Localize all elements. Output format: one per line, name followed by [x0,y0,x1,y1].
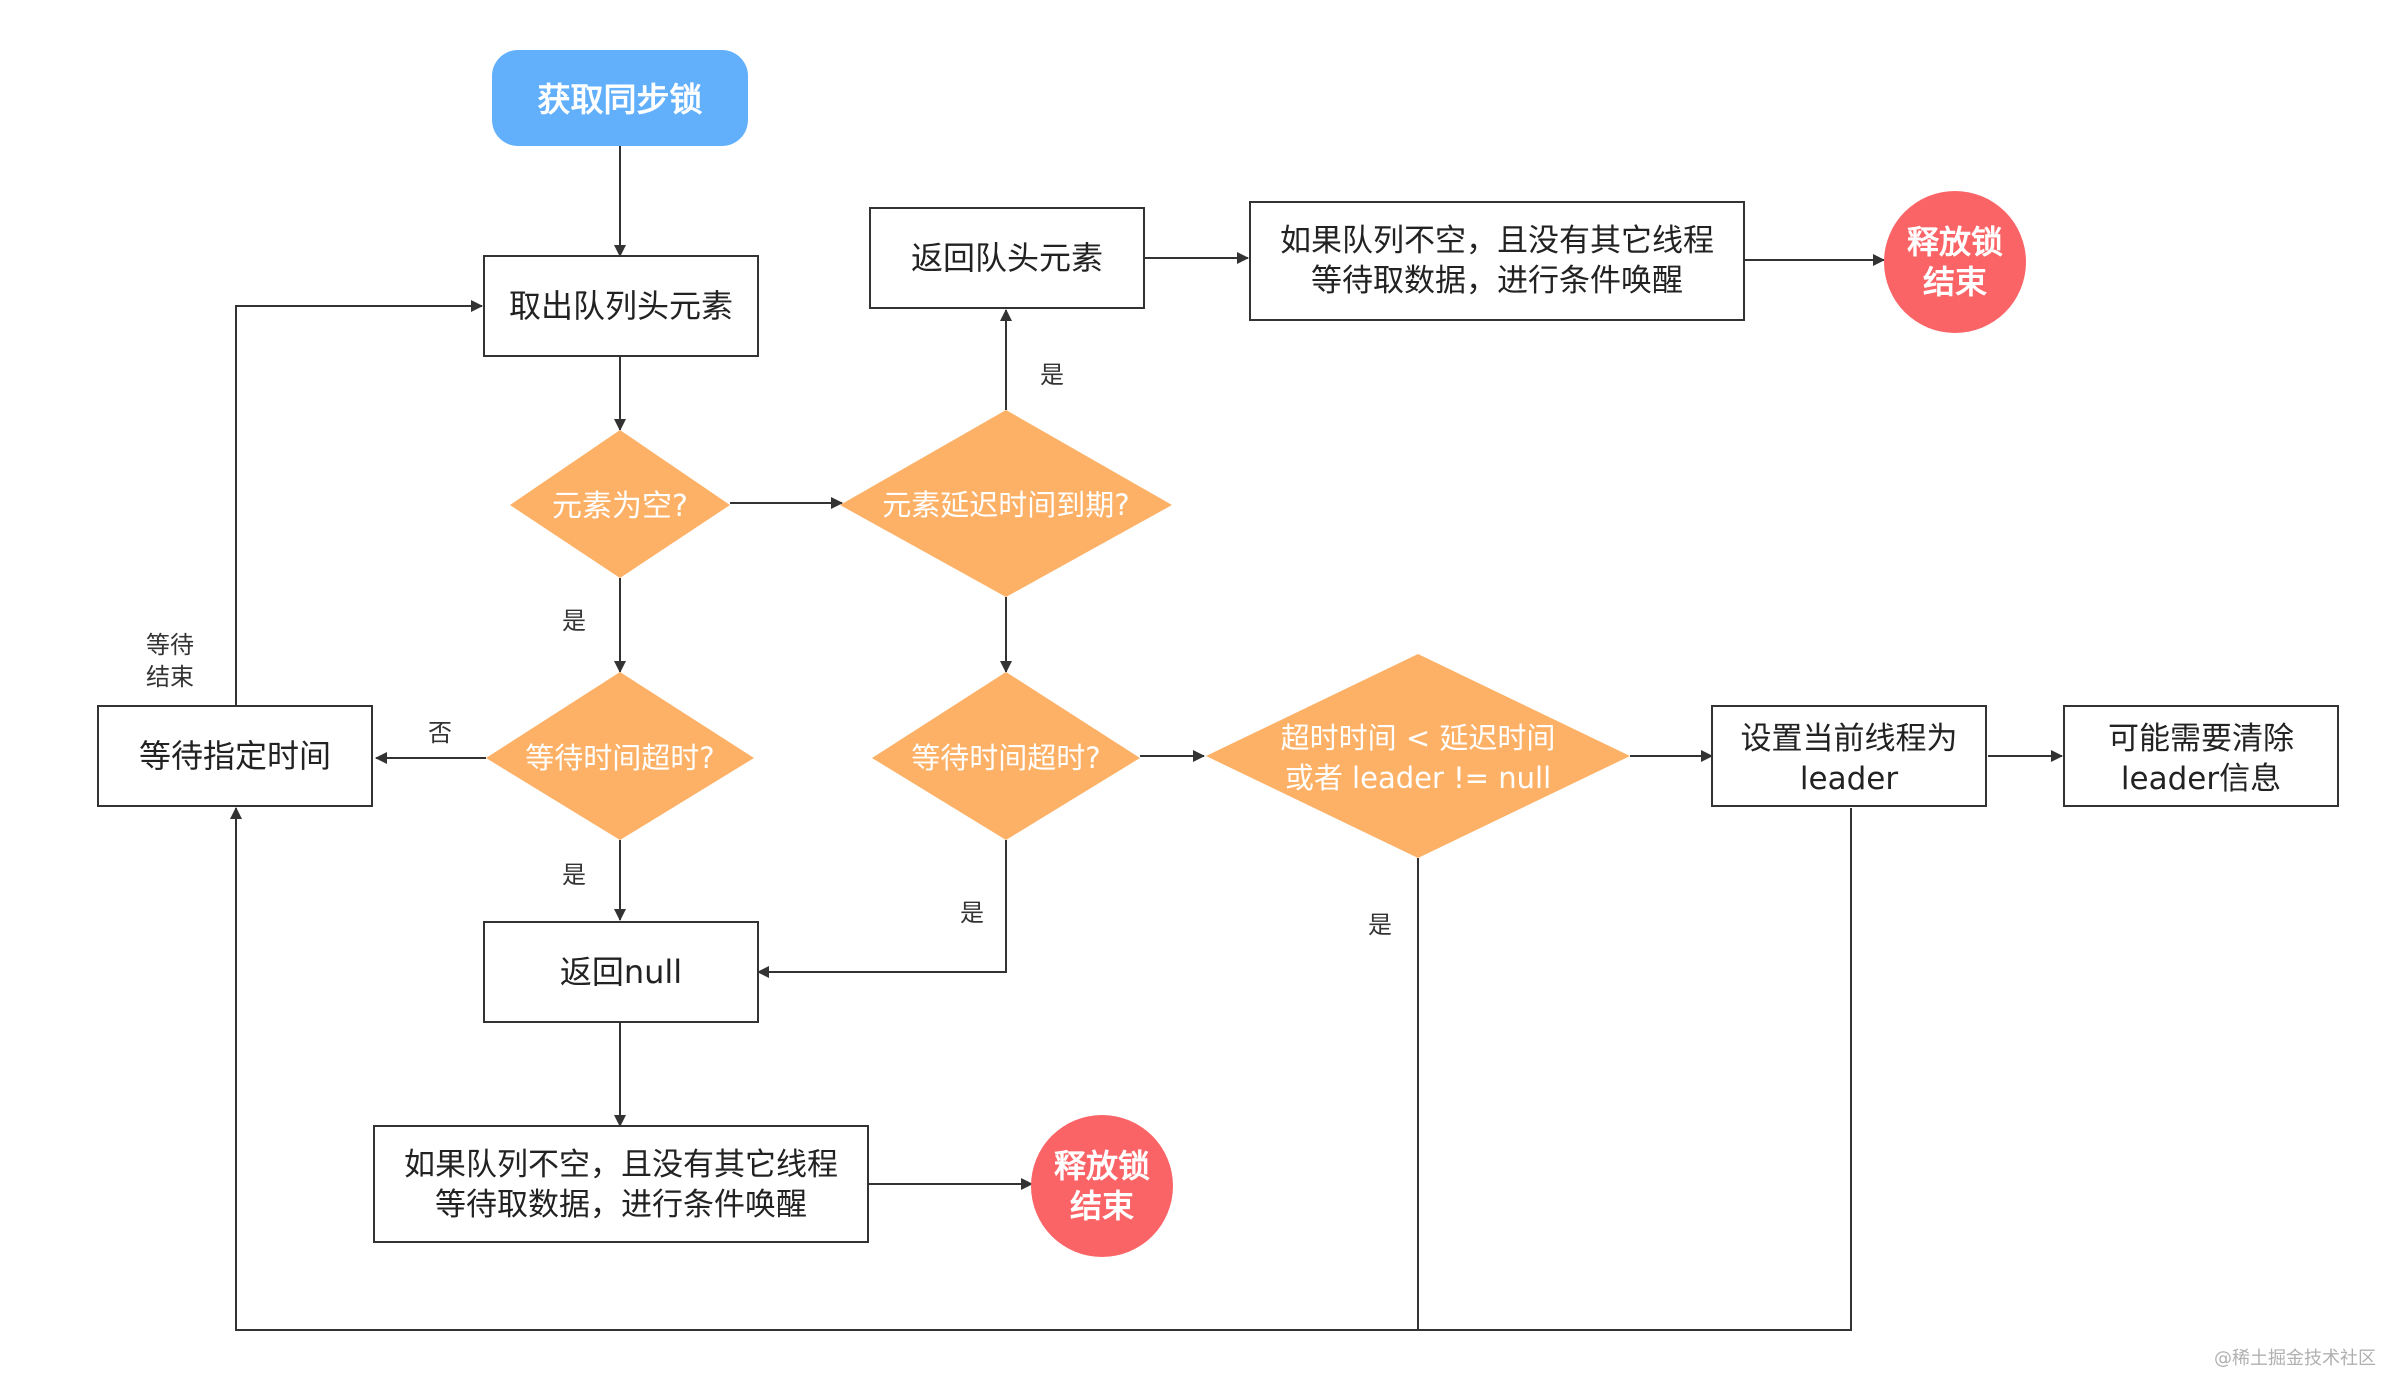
wait-timeout-mid-diamond [872,672,1140,840]
wait-specified-box [97,705,373,807]
edge-labels: 是 是 否 是 是 是 等待结束 [146,361,1392,939]
node-signal-top: 如果队列不空，且没有其它线程等待取数据，进行条件唤醒 [1249,201,1745,321]
take-head-box [483,255,759,357]
set-leader-label-line: 设置当前线程为 [1741,721,1958,757]
wait-specified-label: 等待指定时间 [139,737,331,775]
signal-top-box [1249,201,1745,321]
node-wait-specified: 等待指定时间 [97,705,373,807]
start-label-line: 获取同步锁 [538,80,703,119]
node-set-leader: 设置当前线程为 leader [1711,705,1987,807]
signal-bottom-box [373,1125,869,1243]
timeout-lt-delay-diamond [1206,654,1630,858]
node-delay-expired: 元素延迟时间到期? [840,410,1172,597]
wait-specified-label-line: 等待指定时间 [139,737,331,775]
wait-timeout-left-diamond [486,672,754,840]
is-empty-label-line: 元素为空? [552,489,688,524]
release-bottom-circle [1031,1115,1173,1257]
node-take-head: 取出队列头元素 [483,255,759,357]
label-wait-end: 等待结束 [146,631,194,691]
node-return-null: 返回null [483,921,759,1023]
label-wait-end-line: 结束 [146,663,194,691]
label-yes-expired: 是 [1040,361,1064,389]
edge-set-leader-loop [230,807,1852,1331]
wait-timeout-mid-label-line: 等待时间超时? [911,741,1100,775]
timeout-lt-delay-label: 超时时间 < 延迟时间或者 leader != null [1281,721,1556,795]
clear-leader-label: 可能需要清除 leader信息 [2108,721,2294,797]
signal-bottom-label: 如果队列不空，且没有其它线程等待取数据，进行条件唤醒 [404,1147,838,1223]
take-head-label: 取出队列头元素 [509,287,733,325]
wait-timeout-mid-label: 等待时间超时? [911,741,1100,775]
clear-leader-box [2063,705,2339,807]
wait-timeout-left-label: 等待时间超时? [525,741,714,775]
signal-top-label: 如果队列不空，且没有其它线程等待取数据，进行条件唤醒 [1280,223,1714,299]
node-is-empty: 元素为空? [510,430,730,578]
edge-wait-timeout-mid-to-return-null [757,840,1007,978]
is-empty-label: 元素为空? [552,489,688,524]
wait-timeout-left-label-line: 等待时间超时? [525,741,714,775]
node-release-top: 释放锁结束 [1884,191,2026,333]
node-timeout-lt-delay: 超时时间 < 延迟时间或者 leader != null [1206,654,1630,858]
release-bottom-label-line: 结束 [1070,1187,1134,1225]
release-bottom-label: 释放锁结束 [1054,1147,1150,1225]
label-yes-empty: 是 [562,607,586,635]
release-top-label: 释放锁结束 [1907,223,2003,301]
timeout-lt-delay-label-line: 超时时间 < 延迟时间 [1281,721,1556,755]
node-wait-timeout-left: 等待时间超时? [486,672,754,840]
take-head-label-line: 取出队列头元素 [509,287,733,325]
node-clear-leader: 可能需要清除 leader信息 [2063,705,2339,807]
signal-top-label-line: 等待取数据，进行条件唤醒 [1311,263,1683,299]
label-no-left: 否 [428,719,452,747]
start-shape [492,50,748,146]
start-label: 获取同步锁 [538,80,703,119]
node-return-head: 返回队头元素 [869,207,1145,309]
signal-top-label-line: 如果队列不空，且没有其它线程 [1280,223,1714,259]
return-null-box [483,921,759,1023]
timeout-lt-delay-label-line: 或者 leader != null [1285,761,1551,795]
delay-expired-label: 元素延迟时间到期? [882,488,1129,522]
label-yes-left-timeout: 是 [562,861,586,889]
label-yes-mid-timeout: 是 [960,899,984,927]
signal-bottom-label-line: 如果队列不空，且没有其它线程 [404,1147,838,1183]
return-null-label-line: 返回null [560,953,682,991]
clear-leader-label-line: 可能需要清除 [2108,721,2294,757]
watermark: @稀土掘金技术社区 [2214,1348,2376,1369]
label-wait-end-line: 等待 [146,631,194,659]
edge-wait-specified-to-take-head [235,300,483,706]
return-head-label-line: 返回队头元素 [911,239,1103,277]
release-top-circle [1884,191,2026,333]
node-signal-bottom: 如果队列不空，且没有其它线程等待取数据，进行条件唤醒 [373,1125,869,1243]
set-leader-label-line: leader [1800,761,1898,797]
node-wait-timeout-mid: 等待时间超时? [872,672,1140,840]
set-leader-label: 设置当前线程为 leader [1741,721,1958,797]
set-leader-box [1711,705,1987,807]
return-null-label: 返回null [560,953,682,991]
label-yes-condition: 是 [1368,911,1392,939]
release-bottom-label-line: 释放锁 [1054,1147,1150,1185]
node-start: 获取同步锁 [492,50,748,146]
clear-leader-label-line: leader信息 [2121,761,2281,797]
node-release-bottom: 释放锁结束 [1031,1115,1173,1257]
delay-expired-label-line: 元素延迟时间到期? [882,488,1129,522]
release-top-label-line: 释放锁 [1907,223,2003,261]
edges [230,145,2063,1331]
delay-expired-diamond [840,410,1172,597]
release-top-label-line: 结束 [1923,263,1987,301]
is-empty-diamond [510,430,730,578]
return-head-box [869,207,1145,309]
signal-bottom-label-line: 等待取数据，进行条件唤醒 [435,1187,807,1223]
return-head-label: 返回队头元素 [911,239,1103,277]
